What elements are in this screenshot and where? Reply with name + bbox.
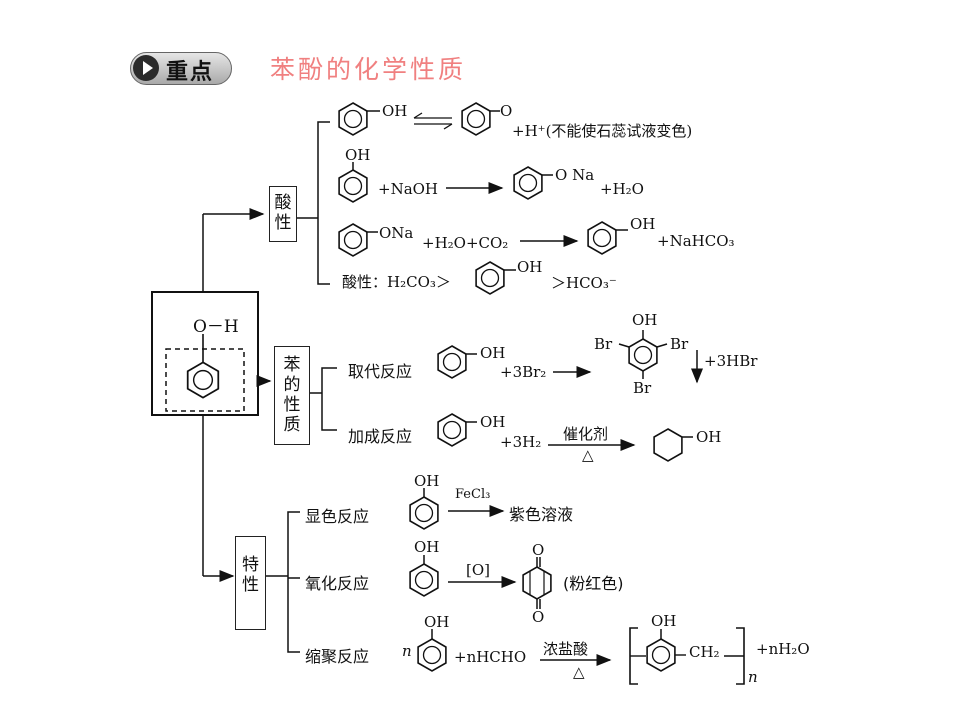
poly-subscript-n: n [748,668,758,686]
special-box: 特性 [235,536,266,630]
sub-br-right: Br [670,335,689,353]
sub-product-oh: OH [632,311,658,329]
poly-ch2: CH₂ [689,643,720,661]
color-reagent: FeCl₃ [455,487,491,502]
poly-product-oh: OH [651,612,677,630]
badge-label: 重点 [166,60,215,85]
acid-r4-oh: OH [517,258,543,276]
sub-br-left: Br [594,335,613,353]
add-product-oh: OH [696,428,722,446]
color-oh: OH [414,472,440,490]
add-label: 加成反应 [348,427,413,446]
ox-label: 氧化反应 [305,574,370,593]
play-arrow-icon [143,61,153,75]
sub-oh: OH [480,344,506,362]
acid-r3-oh: OH [630,215,656,233]
poly-label: 缩聚反应 [305,647,370,666]
add-reagent: +3H₂ [500,433,542,451]
special-box-label: 特性 [242,555,259,595]
acid-r1-tail: +H⁺(不能使石蕊试液变色) [512,122,693,140]
acid-r2-ona: O Na [555,166,595,184]
sub-br-bottom: Br [633,379,652,397]
acidity-box: 酸性 [269,186,297,242]
color-label: 显色反应 [305,507,370,526]
acid-r1-o: O [500,102,513,120]
poly-heat: △ [573,663,585,681]
sub-hbr: +3HBr [704,352,758,370]
poly-oh: OH [424,613,450,631]
acid-r3-ona: ONa [379,224,414,242]
poly-catalyst: 浓盐酸 [543,640,589,658]
poly-water: +nH₂O [756,640,810,658]
ox-o-top: O [532,541,545,559]
acidity-box-label: 酸性 [274,193,292,233]
acid-r3-nahco3: +NaHCO₃ [657,232,735,250]
benzene-dashed-box [165,348,245,412]
poly-n: n [402,642,412,660]
add-oh: OH [480,413,506,431]
acid-r3-h2o-co2: +H₂O+CO₂ [422,234,509,252]
ox-o-bottom: O [532,608,545,626]
ox-reagent: [O] [466,561,491,579]
acid-r2-naoh: +NaOH [378,180,439,198]
sub-reagent: +3Br₂ [500,363,547,381]
acid-r1-oh: OH [382,102,408,120]
ox-oh: OH [414,538,440,556]
benzene-props-box-label: 苯的性质 [283,355,301,435]
ox-result: (粉红色) [563,574,624,593]
acid-r2-h2o: +H₂O [600,180,644,198]
sub-label: 取代反应 [348,362,413,381]
acid-r4-tail: ＞HCO₃⁻ [551,274,617,292]
phenol-box [151,291,259,416]
color-result: 紫色溶液 [509,505,574,524]
add-heat: △ [582,446,594,464]
page-title: 苯酚的化学性质 [270,55,467,84]
acid-r4-label: 酸性：H₂CO₃＞ [342,273,451,291]
poly-reagent: +nHCHO [454,648,527,666]
add-catalyst: 催化剂 [563,425,609,443]
acid-r2-oh: OH [345,146,371,164]
benzene-props-box: 苯的性质 [274,346,310,445]
phenol-oh-label: O－H [193,317,239,337]
